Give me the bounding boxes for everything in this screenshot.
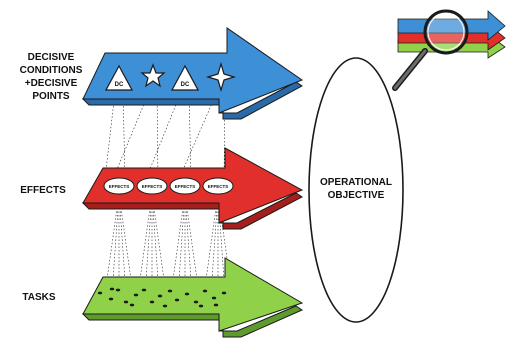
task-dots — [97, 287, 227, 308]
task-dot — [133, 293, 139, 297]
compass-star-icon — [205, 61, 237, 93]
task-dot — [108, 297, 114, 301]
objective-label-line-2: OBJECTIVE — [328, 190, 385, 201]
magnifying-glass-icon — [392, 9, 469, 91]
task-dot — [115, 288, 121, 292]
effect-oval-4-label: EFFECTS — [208, 184, 229, 189]
dc-marker-label-1: DC — [115, 82, 124, 88]
effect-oval-3-label: EFFECTS — [175, 184, 196, 189]
task-dot — [97, 291, 103, 295]
dotted-link — [104, 91, 116, 180]
dc-marker-label-2: DC — [181, 82, 190, 88]
effect-oval-2: EFFECTS — [136, 177, 168, 195]
dotted-link — [118, 193, 127, 295]
effect-oval-1: EFFECTS — [103, 177, 135, 195]
task-dot — [129, 303, 135, 307]
task-dot — [202, 289, 208, 293]
effects-label: EFFECTS — [20, 185, 66, 196]
decisive-conditions-arrow — [81, 27, 304, 120]
decisive-conditions-label: DECISIVE CONDITIONS +DECISIVE POINTS — [20, 52, 83, 102]
dotted-link — [145, 91, 182, 180]
objective-ellipse — [308, 57, 404, 323]
star-icon — [140, 63, 166, 88]
dc-triangle-icon: DC — [104, 64, 134, 91]
task-dot — [141, 288, 147, 292]
dotted-link — [184, 193, 193, 295]
dotted-link — [156, 91, 159, 180]
task-dot — [193, 300, 199, 304]
tasks-arrow — [81, 257, 304, 338]
task-dot — [157, 294, 163, 298]
decisive-label-line-3: +DECISIVE — [25, 78, 78, 89]
task-dot — [221, 291, 227, 295]
task-dot — [109, 287, 115, 291]
task-dot — [213, 303, 219, 307]
effect-oval-1-label: EFFECTS — [109, 184, 130, 189]
dotted-link — [111, 193, 120, 295]
decisive-label-line-4: POINTS — [32, 91, 70, 102]
tasks-arrow-top — [82, 257, 304, 332]
task-dot — [211, 296, 217, 300]
task-dot — [174, 298, 180, 302]
decisive-label-line-2: CONDITIONS — [20, 65, 83, 76]
objective-label-line-1: OPERATIONAL — [320, 177, 392, 188]
operational-objective: OPERATIONAL OBJECTIVE — [308, 57, 404, 323]
task-dot — [162, 304, 168, 308]
dotted-link — [122, 91, 126, 180]
effect-oval-2-label: EFFECTS — [142, 184, 163, 189]
dotted-link — [188, 91, 192, 180]
task-dot — [149, 300, 155, 304]
decisive-label-line-1: DECISIVE — [28, 52, 75, 63]
dotted-link — [210, 193, 219, 295]
task-dot — [167, 289, 173, 293]
tasks-label: TASKS — [22, 292, 55, 303]
decisive-arrow-top — [82, 27, 304, 114]
dotted-link — [217, 193, 226, 295]
dotted-link — [112, 91, 150, 180]
task-dot — [123, 300, 129, 304]
dotted-link — [144, 193, 153, 295]
dc-triangle-icon: DC — [170, 64, 200, 91]
effect-oval-3: EFFECTS — [169, 177, 201, 195]
effect-oval-4: EFFECTS — [202, 177, 234, 195]
task-dot — [184, 292, 190, 296]
task-dot — [198, 304, 204, 308]
dotted-link — [177, 193, 186, 295]
dotted-link — [151, 193, 160, 295]
